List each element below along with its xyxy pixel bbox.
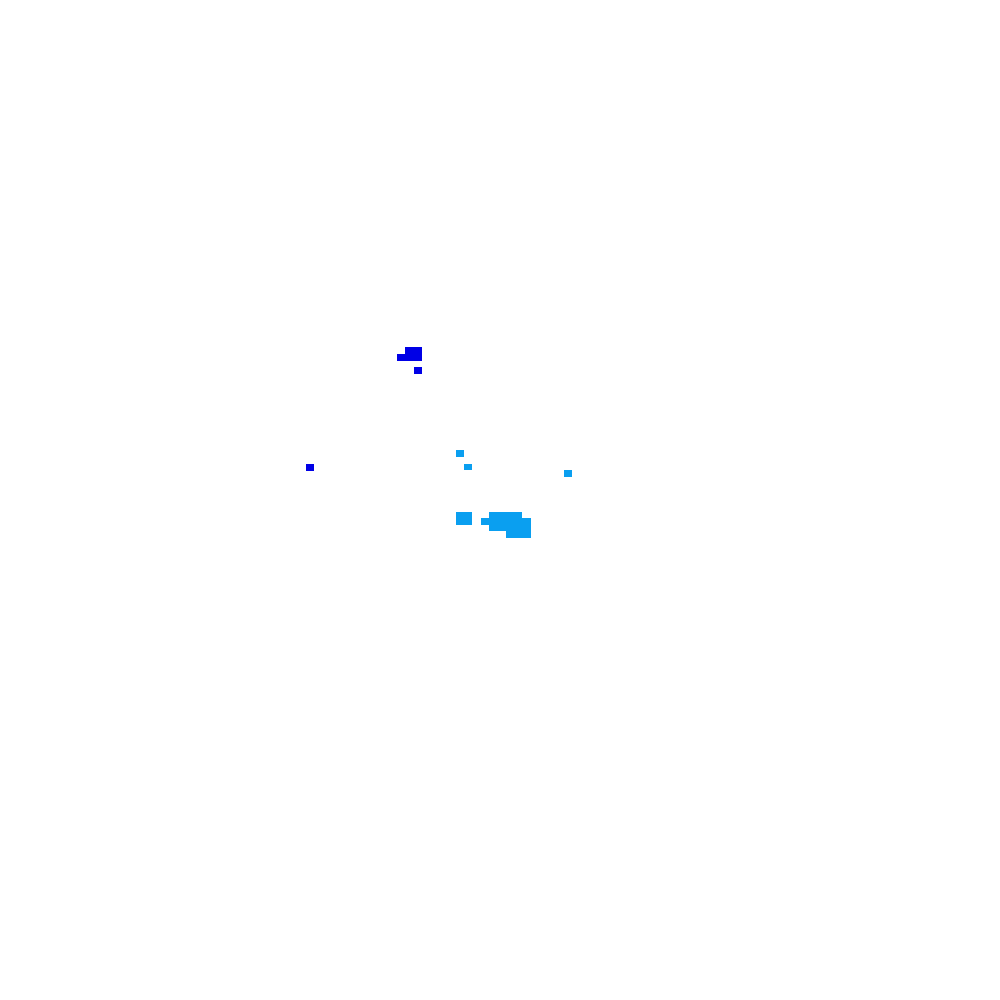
light-blue-pixel-block — [564, 470, 572, 477]
blue-pixel-block — [397, 354, 406, 361]
blue-pixel-block — [306, 464, 314, 471]
blue-pixel-block — [405, 347, 422, 361]
light-blue-pixel-block — [506, 530, 531, 538]
blue-pixel-block — [414, 367, 422, 374]
light-blue-pixel-block — [489, 512, 522, 519]
light-blue-pixel-block — [489, 518, 531, 531]
light-blue-pixel-block — [456, 512, 472, 525]
light-blue-pixel-block — [481, 518, 490, 525]
light-blue-pixel-block — [464, 464, 472, 470]
light-blue-pixel-block — [456, 450, 464, 457]
